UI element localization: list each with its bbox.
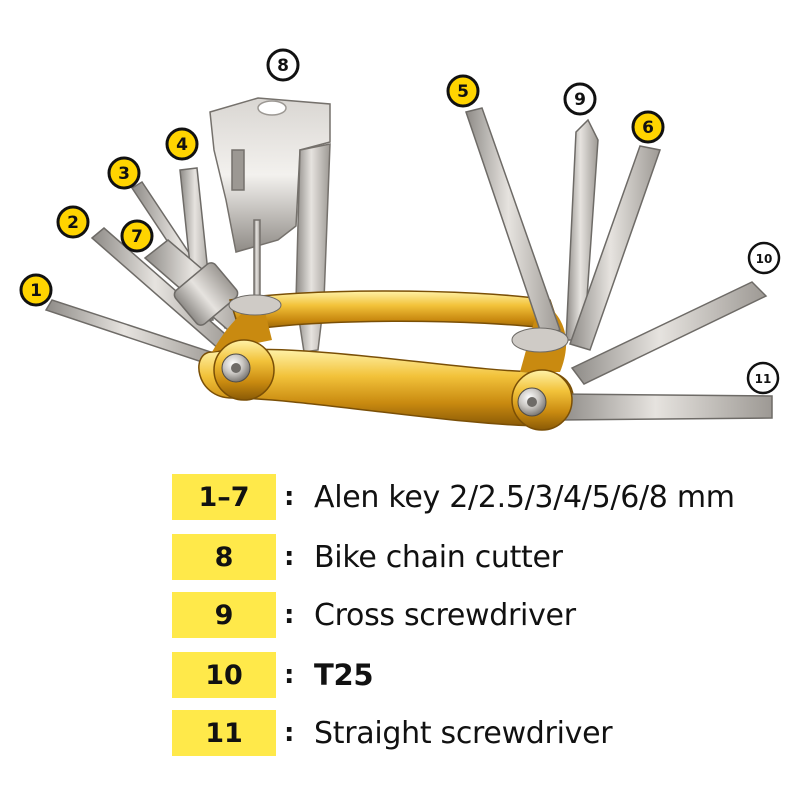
badge-11-label: 11 xyxy=(755,372,772,386)
badge-4: 4 xyxy=(165,127,199,161)
allen-key-7 xyxy=(173,262,239,326)
legend-key: 1–7 xyxy=(172,474,276,520)
legend-row-t25: 10 : T25 xyxy=(172,652,772,698)
legend-colon: : xyxy=(284,660,295,690)
legend-row-allen-keys: 1–7 : Alen key 2/2.5/3/4/5/6/8 mm xyxy=(172,474,772,520)
cross-screwdriver xyxy=(565,118,599,341)
legend-colon: : xyxy=(284,600,295,630)
badge-8: 8 xyxy=(266,48,300,82)
multi-tool-photo: 1 2 3 4 5 6 7 8 9 10 11 xyxy=(19,48,781,431)
allen-key-5 xyxy=(465,107,561,337)
legend-colon: : xyxy=(284,718,295,748)
t25-torx xyxy=(570,281,768,385)
badge-5-label: 5 xyxy=(457,82,469,102)
legend-row-chain-cutter: 8 : Bike chain cutter xyxy=(172,534,772,580)
badge-3: 3 xyxy=(107,156,141,190)
legend-key: 8 xyxy=(172,534,276,580)
badge-2: 2 xyxy=(56,205,90,239)
tools-right xyxy=(465,107,773,421)
legend-colon: : xyxy=(284,482,295,512)
badge-11: 11 xyxy=(746,361,780,395)
legend-description: Cross screwdriver xyxy=(314,597,576,633)
badge-1: 1 xyxy=(19,273,53,307)
legend-description: Bike chain cutter xyxy=(314,539,563,575)
legend-row-cross-screwdriver: 9 : Cross screwdriver xyxy=(172,592,772,638)
legend-key: 10 xyxy=(172,652,276,698)
straight-screwdriver xyxy=(559,393,773,421)
badge-9-label: 9 xyxy=(574,90,586,110)
badge-7-label: 7 xyxy=(131,227,143,247)
legend-description: Straight screwdriver xyxy=(314,715,613,751)
hinges xyxy=(213,294,573,431)
badge-1-label: 1 xyxy=(30,281,42,301)
legend-key: 9 xyxy=(172,592,276,638)
legend-colon: : xyxy=(284,542,295,572)
allen-key-right xyxy=(569,145,661,351)
badge-8-label: 8 xyxy=(277,56,289,76)
legend-description: Alen key 2/2.5/3/4/5/6/8 mm xyxy=(314,479,735,515)
legend-description: T25 xyxy=(314,658,374,692)
badge-3-label: 3 xyxy=(118,164,130,184)
badge-9: 9 xyxy=(563,82,597,116)
legend-key: 11 xyxy=(172,710,276,756)
badge-6-label: 6 xyxy=(642,118,654,138)
badge-2-label: 2 xyxy=(67,213,79,233)
badge-10: 10 xyxy=(747,241,781,275)
legend-row-straight-screwdriver: 11 : Straight screwdriver xyxy=(172,710,772,756)
badge-7: 7 xyxy=(120,219,154,253)
badge-5: 5 xyxy=(446,74,480,108)
badge-4-label: 4 xyxy=(176,135,188,155)
badge-10-label: 10 xyxy=(756,252,773,266)
allen-keys-left xyxy=(44,167,252,367)
badge-6: 6 xyxy=(631,110,665,144)
